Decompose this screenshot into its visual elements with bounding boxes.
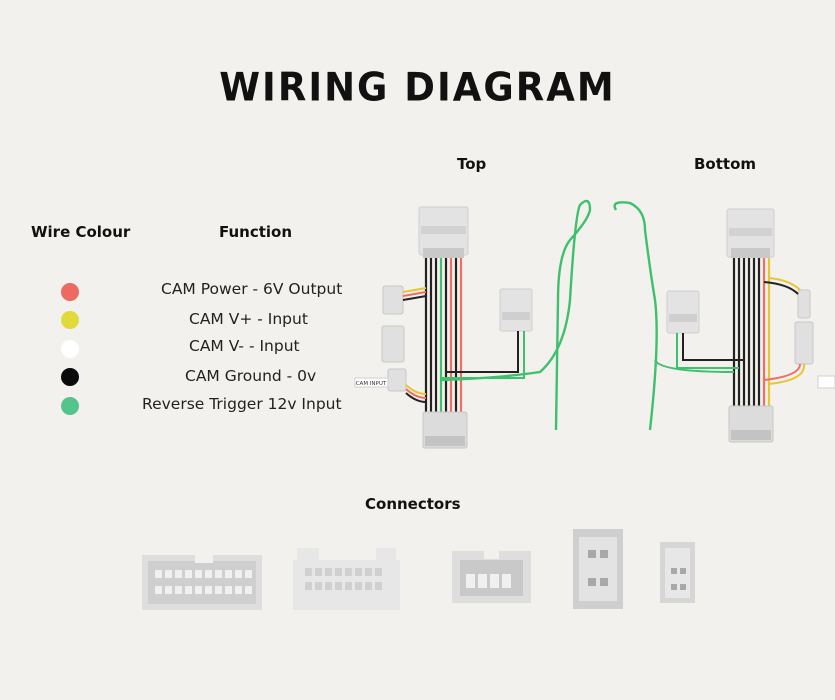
legend-function-cam-power: CAM Power - 6V Output [161, 280, 343, 298]
legend-function-cam-ground: CAM Ground - 0v [185, 367, 317, 385]
legend-function-reverse-trigger: Reverse Trigger 12v Input [142, 395, 342, 413]
legend-function-cam-vplus: CAM V+ - Input [189, 310, 308, 328]
connector-1 [142, 555, 262, 610]
diagram-title: WIRING DIAGRAM [219, 64, 616, 111]
connector-5 [660, 542, 695, 603]
cam-input-label: CAM INPUT [356, 381, 387, 387]
legend-dot-white [61, 340, 79, 358]
legend-dot-red [61, 283, 79, 301]
connector-4 [573, 529, 623, 609]
connector-2 [293, 548, 400, 610]
legend-dot-black [61, 368, 79, 386]
top-harness [354, 199, 592, 449]
bottom-harness [613, 201, 835, 443]
connector-3 [452, 551, 531, 603]
bottom-header: Bottom [694, 155, 757, 173]
connectors-header: Connectors [365, 495, 461, 513]
top-header: Top [457, 155, 487, 173]
function-header: Function [219, 223, 293, 241]
legend-dot-green [61, 397, 79, 415]
legend-function-cam-vminus: CAM V- - Input [189, 337, 300, 355]
wire-colour-header: Wire Colour [31, 223, 131, 241]
legend-dot-yellow [61, 311, 79, 329]
